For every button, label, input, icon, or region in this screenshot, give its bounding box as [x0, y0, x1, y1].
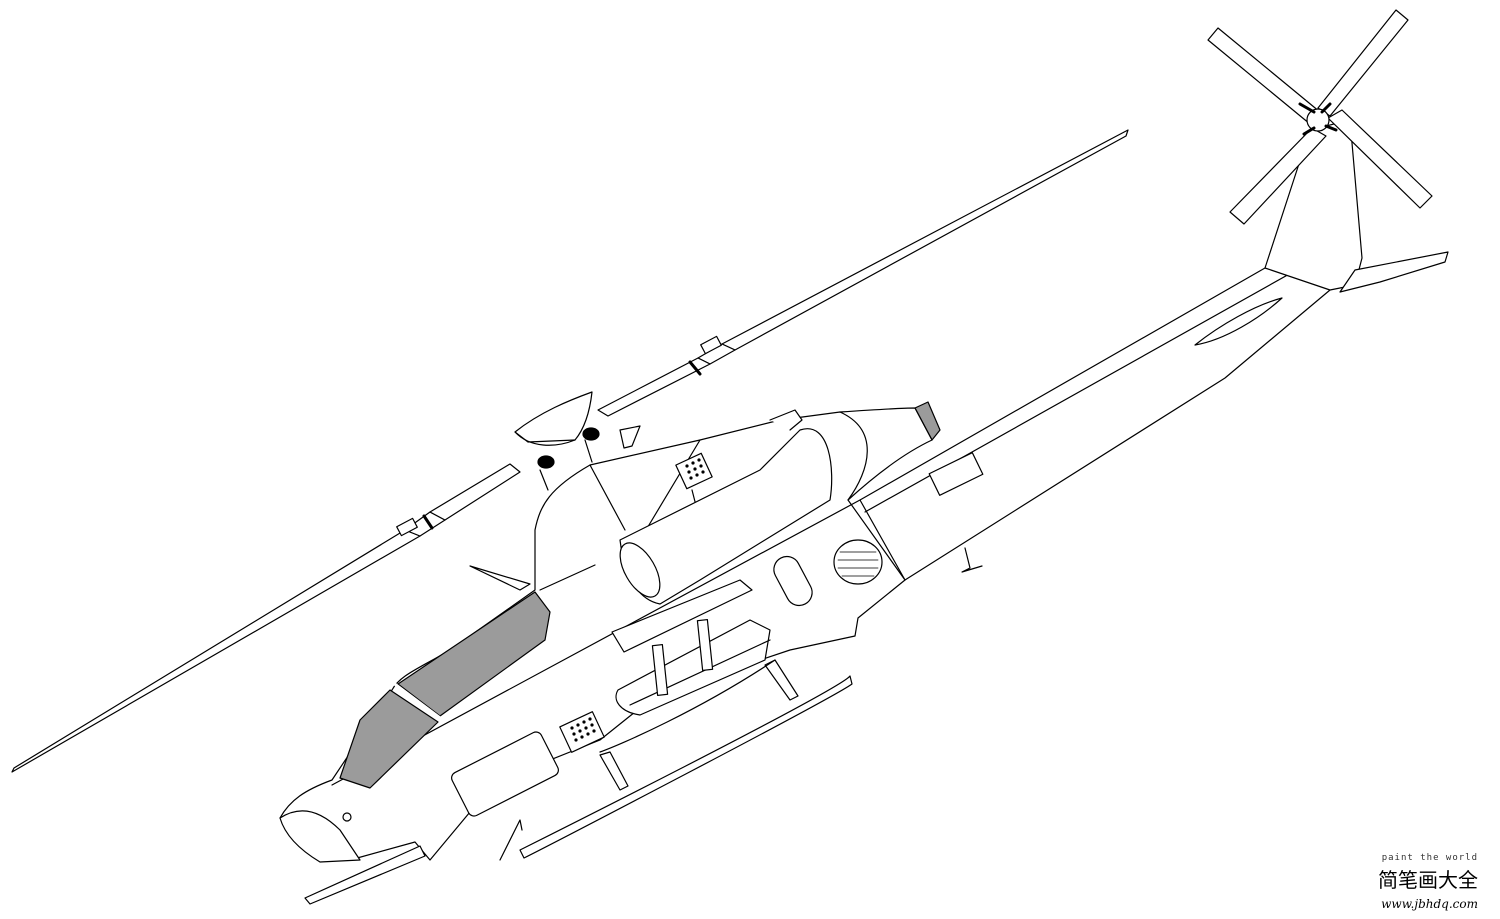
- landing-skids: [519, 659, 853, 859]
- main-rotor: [11, 129, 1129, 773]
- exhaust: [914, 401, 941, 441]
- watermark-url[interactable]: www.jbhdq.com: [1381, 897, 1478, 911]
- watermark-tagline: paint the world: [1381, 853, 1478, 863]
- chin-gun: [304, 845, 426, 905]
- vent-grille-lower: [570, 717, 596, 742]
- canopy-front: [339, 689, 439, 789]
- weapon-pylon: [611, 579, 771, 716]
- rotor-hub: [514, 391, 593, 446]
- intake-grille: [833, 539, 883, 585]
- watermark-site-name: 简笔画大全: [1378, 868, 1478, 892]
- tail-boom: [859, 237, 1353, 581]
- tail-rotor: [1207, 9, 1433, 225]
- main-rotor-blade-front: [721, 129, 1129, 351]
- vent-grille-upper: [685, 458, 705, 480]
- canopy-rear: [397, 591, 551, 717]
